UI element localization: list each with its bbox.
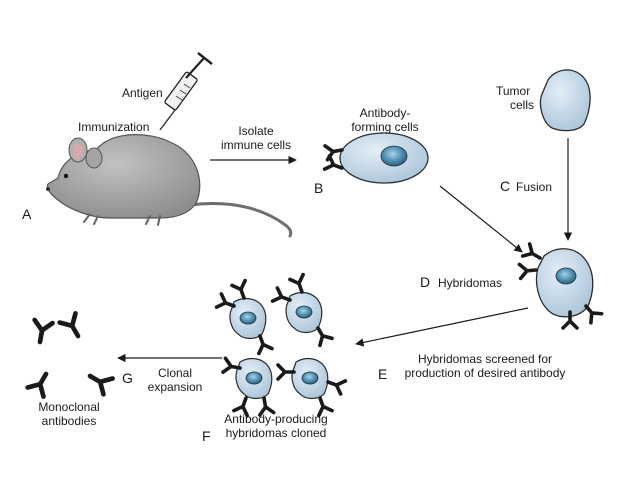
step-c: C <box>500 178 511 194</box>
step-a: A <box>22 206 32 222</box>
mouse-illustration <box>46 134 293 238</box>
syringe-illustration <box>159 52 213 131</box>
cloned-hybridomas <box>214 272 348 418</box>
label-monoclonal: Monoclonal antibodies <box>38 400 100 428</box>
arrow-to-hybridoma <box>439 185 523 253</box>
label-screened: Hybridomas screened for production of de… <box>404 352 566 380</box>
monoclonal-antibodies <box>28 313 113 396</box>
label-cloned: Antibody-producing hybridomas cloned <box>224 412 328 440</box>
mouse-eye <box>63 173 69 179</box>
step-e: E <box>378 366 388 382</box>
arrow-screened <box>355 307 529 347</box>
label-isolate: Isolate immune cells <box>220 124 292 152</box>
mouse-tail <box>188 202 293 238</box>
label-antibody-forming: Antibody- forming cells <box>351 106 419 134</box>
label-tumor: Tumor cells <box>496 84 535 112</box>
step-g: G <box>122 370 133 386</box>
label-clonal: Clonal expansion <box>147 366 203 394</box>
step-f: F <box>202 428 211 444</box>
tumor-cell <box>539 69 591 132</box>
label-antigen: Antigen <box>122 86 163 100</box>
label-immunization: Immunization <box>78 120 150 134</box>
hybridoma-cell <box>517 242 604 330</box>
label-hybridomas: Hybridomas <box>438 276 503 290</box>
step-d: D <box>420 274 431 290</box>
mouse-nose <box>46 187 50 191</box>
step-b: B <box>314 180 324 196</box>
label-fusion: Fusion <box>516 180 553 194</box>
antibody-forming-cell <box>322 132 429 184</box>
mouse-ear-back <box>85 147 103 169</box>
